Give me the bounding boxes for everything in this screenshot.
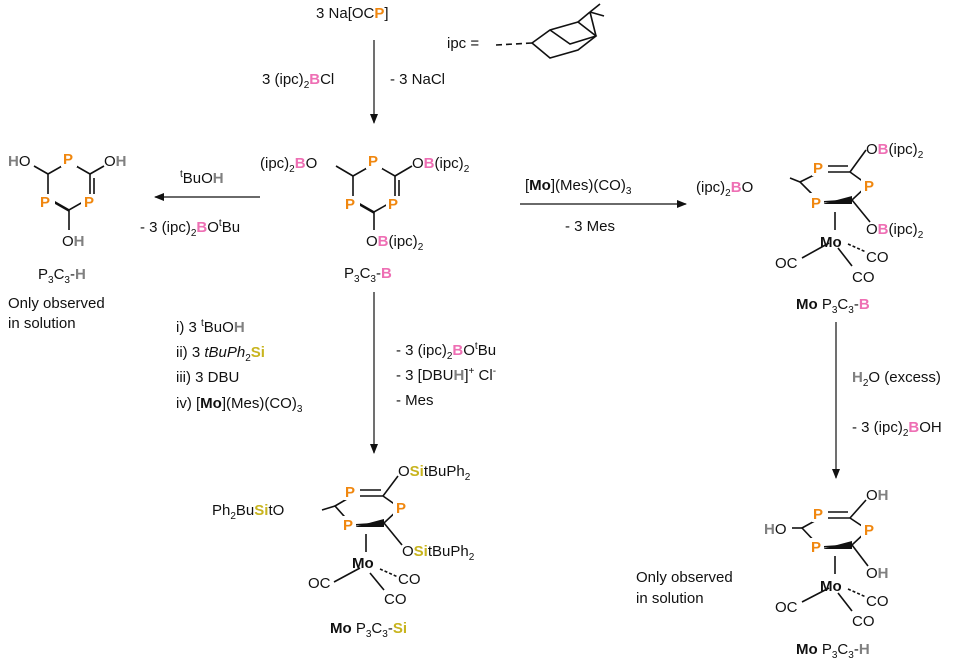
mo-h-oc: OC: [775, 599, 798, 616]
right-arrow-byproduct: - 3 Mes: [565, 218, 615, 235]
center-byproduct-3: - Mes: [396, 392, 434, 409]
mo-b-p2: P: [864, 178, 874, 195]
mo-si-bottom-substituent: OSitBuPh2: [402, 543, 475, 563]
step1-reagent: 3 (ipc)2BCl: [262, 71, 334, 91]
mo-si-left-substituent: Ph2BuSitO: [212, 502, 284, 522]
center-left-substituent: (ipc)2BO: [260, 155, 317, 175]
mo-p3c3-b-molecule: P P P (ipc)2BO OB(ipc)2 OB(ipc)2 Mo CO C…: [696, 141, 924, 286]
mo-h-p2: P: [864, 522, 874, 539]
mo-b-p1: P: [813, 160, 823, 177]
mo-b-top-substituent: OB(ipc)2: [866, 141, 924, 161]
mo-h-left-ho: HO: [764, 521, 787, 538]
ipc-label: ipc =: [447, 35, 479, 52]
p3c3-h-molecule: P P P HO OH OH: [8, 151, 127, 250]
mo-h-note-line2: in solution: [636, 590, 704, 607]
step-iv: iv) [Mo](Mes)(CO)3: [176, 395, 303, 415]
ipc-structure: [495, 3, 605, 59]
down-right-byproduct: - 3 (ipc)2BOH: [852, 419, 942, 439]
left-arrow-byproduct: - 3 (ipc)2BOtBu: [140, 218, 240, 239]
mo-b-metal: Mo: [820, 234, 842, 251]
left-note-line2: in solution: [8, 315, 76, 332]
center-p1: P: [368, 153, 378, 170]
center-p3: P: [388, 196, 398, 213]
step1-byproduct: - 3 NaCl: [390, 71, 445, 88]
center-label: P3C3-B: [344, 265, 392, 285]
center-bottom-substituent: OB(ipc)2: [366, 233, 424, 253]
center-right-substituent: OB(ipc)2: [412, 155, 470, 175]
step-i: i) 3 tBuOH: [176, 318, 245, 336]
left-p1: P: [63, 151, 73, 168]
left-oh3: OH: [62, 233, 85, 250]
mo-p3c3-si-molecule: P P P Ph2BuSitO OSitBuPh2 OSitBuPh2 Mo C…: [212, 463, 475, 608]
mo-h-co1: CO: [866, 593, 889, 610]
mo-si-p3: P: [343, 517, 353, 534]
mo-si-metal: Mo: [352, 555, 374, 572]
mo-b-co2: CO: [852, 269, 875, 286]
mo-si-co1: CO: [398, 571, 421, 588]
mo-b-label: Mo P3C3-B: [796, 296, 870, 316]
mo-si-oc: OC: [308, 575, 331, 592]
mo-h-note-line1: Only observed: [636, 569, 733, 586]
p3c3-b-molecule: P P P (ipc)2BO OB(ipc)2 OB(ipc)2: [260, 153, 470, 253]
center-byproduct-1: - 3 (ipc)2BOtBu: [396, 341, 496, 362]
mo-p3c3-h-molecule: P P P HO OH OH Mo CO CO OC: [764, 487, 889, 630]
mo-h-top-oh: OH: [866, 487, 889, 504]
mo-b-co1: CO: [866, 249, 889, 266]
mo-b-oc: OC: [775, 255, 798, 272]
left-arrow-reagent: tBuOH: [180, 169, 224, 187]
mo-h-metal: Mo: [820, 578, 842, 595]
mo-h-co2: CO: [852, 613, 875, 630]
mo-h-p1: P: [813, 506, 823, 523]
down-right-reagent: H2O (excess): [852, 369, 941, 389]
mo-b-left-substituent: (ipc)2BO: [696, 179, 753, 199]
mo-b-p3: P: [811, 195, 821, 212]
left-p3: P: [84, 194, 94, 211]
start-reagent: 3 Na[OCP]: [316, 5, 389, 22]
left-note-line1: Only observed: [8, 295, 105, 312]
mo-si-p2: P: [396, 500, 406, 517]
mo-si-top-substituent: OSitBuPh2: [398, 463, 471, 483]
center-byproduct-2: - 3 [DBUH]+ Cl-: [396, 366, 496, 384]
step-ii: ii) 3 tBuPh2Si: [176, 344, 265, 364]
mo-h-bottom-oh: OH: [866, 565, 889, 582]
left-oh1: HO: [8, 153, 31, 170]
left-p2: P: [40, 194, 50, 211]
right-arrow-reagent: [Mo](Mes)(CO)3: [525, 177, 632, 197]
left-product-label: P3C3-H: [38, 266, 86, 286]
left-oh2: OH: [104, 153, 127, 170]
mo-b-bottom-substituent: OB(ipc)2: [866, 221, 924, 241]
mo-si-p1: P: [345, 484, 355, 501]
mo-si-label: Mo P3C3-Si: [330, 620, 407, 640]
mo-h-p3: P: [811, 539, 821, 556]
step-iii: iii) 3 DBU: [176, 369, 239, 386]
mo-si-co2: CO: [384, 591, 407, 608]
center-p2: P: [345, 196, 355, 213]
mo-h-label: Mo P3C3-H: [796, 641, 870, 661]
